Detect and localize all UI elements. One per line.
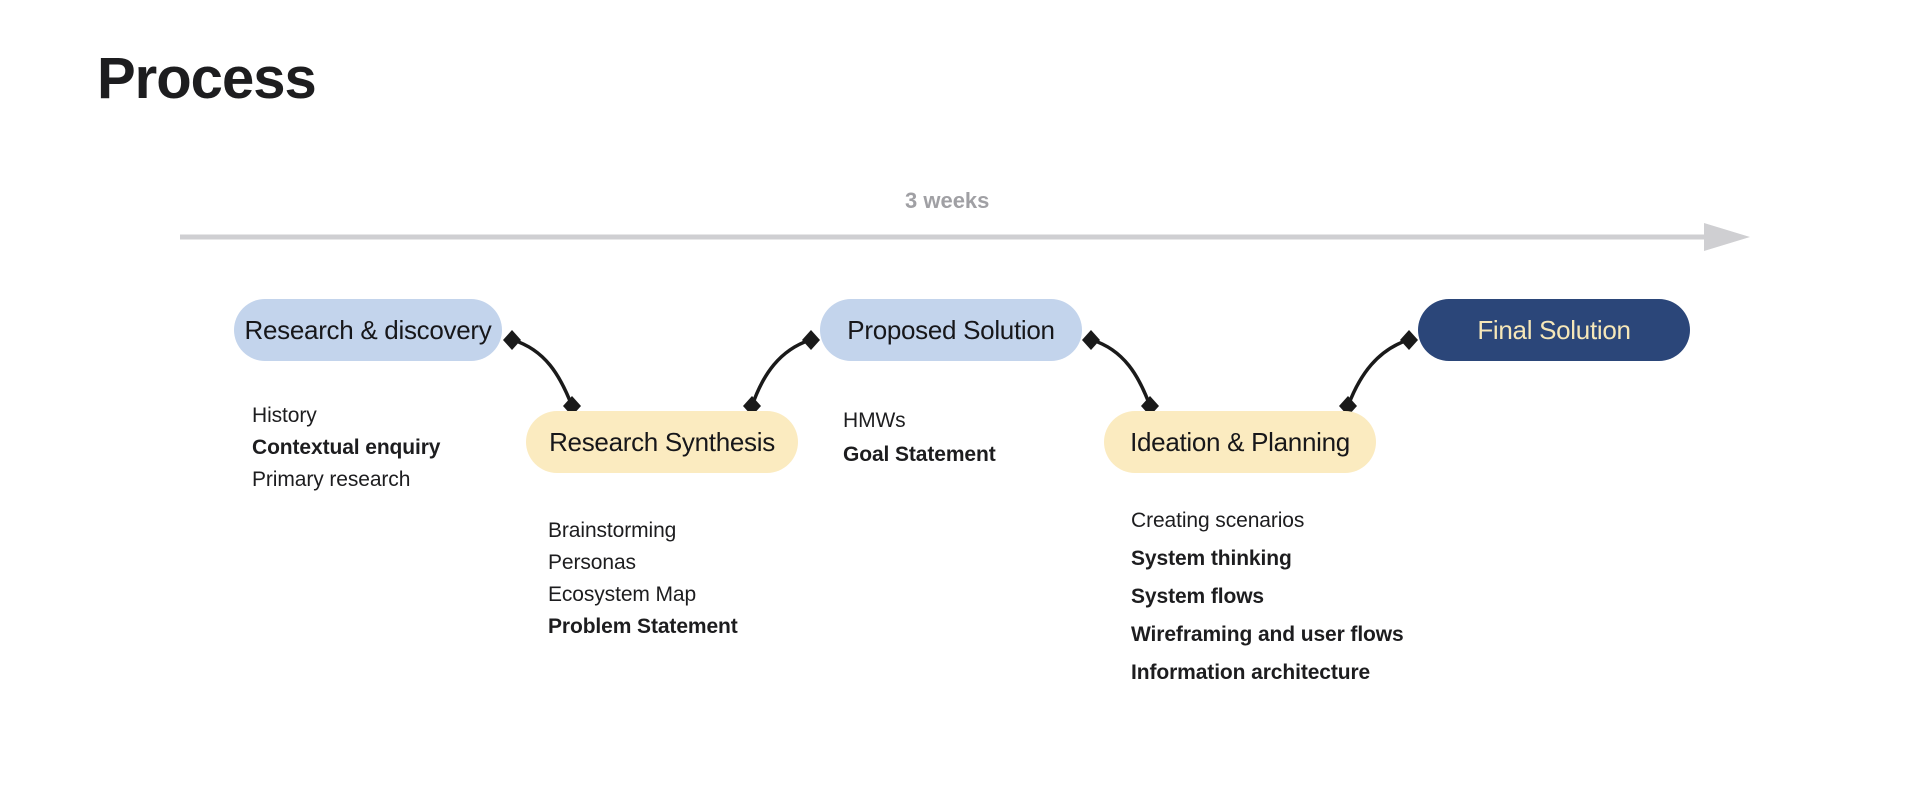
node-proposed-solution[interactable]: Proposed Solution [820,299,1082,361]
list-item: Ecosystem Map [548,583,697,606]
timeline-arrow-icon [180,223,1750,251]
list-item: Wireframing and user flows [1131,623,1404,646]
timeline-duration-label: 3 weeks [905,188,990,213]
list-item: HMWs [843,409,906,432]
node-research-synthesis[interactable]: Research Synthesis [526,411,798,473]
node-ideation-planning[interactable]: Ideation & Planning [1104,411,1376,473]
list-item: Problem Statement [548,615,738,638]
list-item: Brainstorming [548,519,677,542]
list-item: Information architecture [1131,661,1371,684]
list-item: Contextual enquiry [252,436,441,459]
list-item: Goal Statement [843,443,996,466]
list-item: Personas [548,551,636,574]
list-item: System flows [1131,585,1265,608]
list-item: Primary research [252,468,411,491]
node-final-solution[interactable]: Final Solution [1418,299,1690,361]
page-title: Process [97,46,317,111]
node-research-discovery[interactable]: Research & discovery [234,299,502,361]
list-item: History [252,404,317,427]
list-item: Creating scenarios [1131,509,1305,532]
list-item: System thinking [1131,547,1292,570]
